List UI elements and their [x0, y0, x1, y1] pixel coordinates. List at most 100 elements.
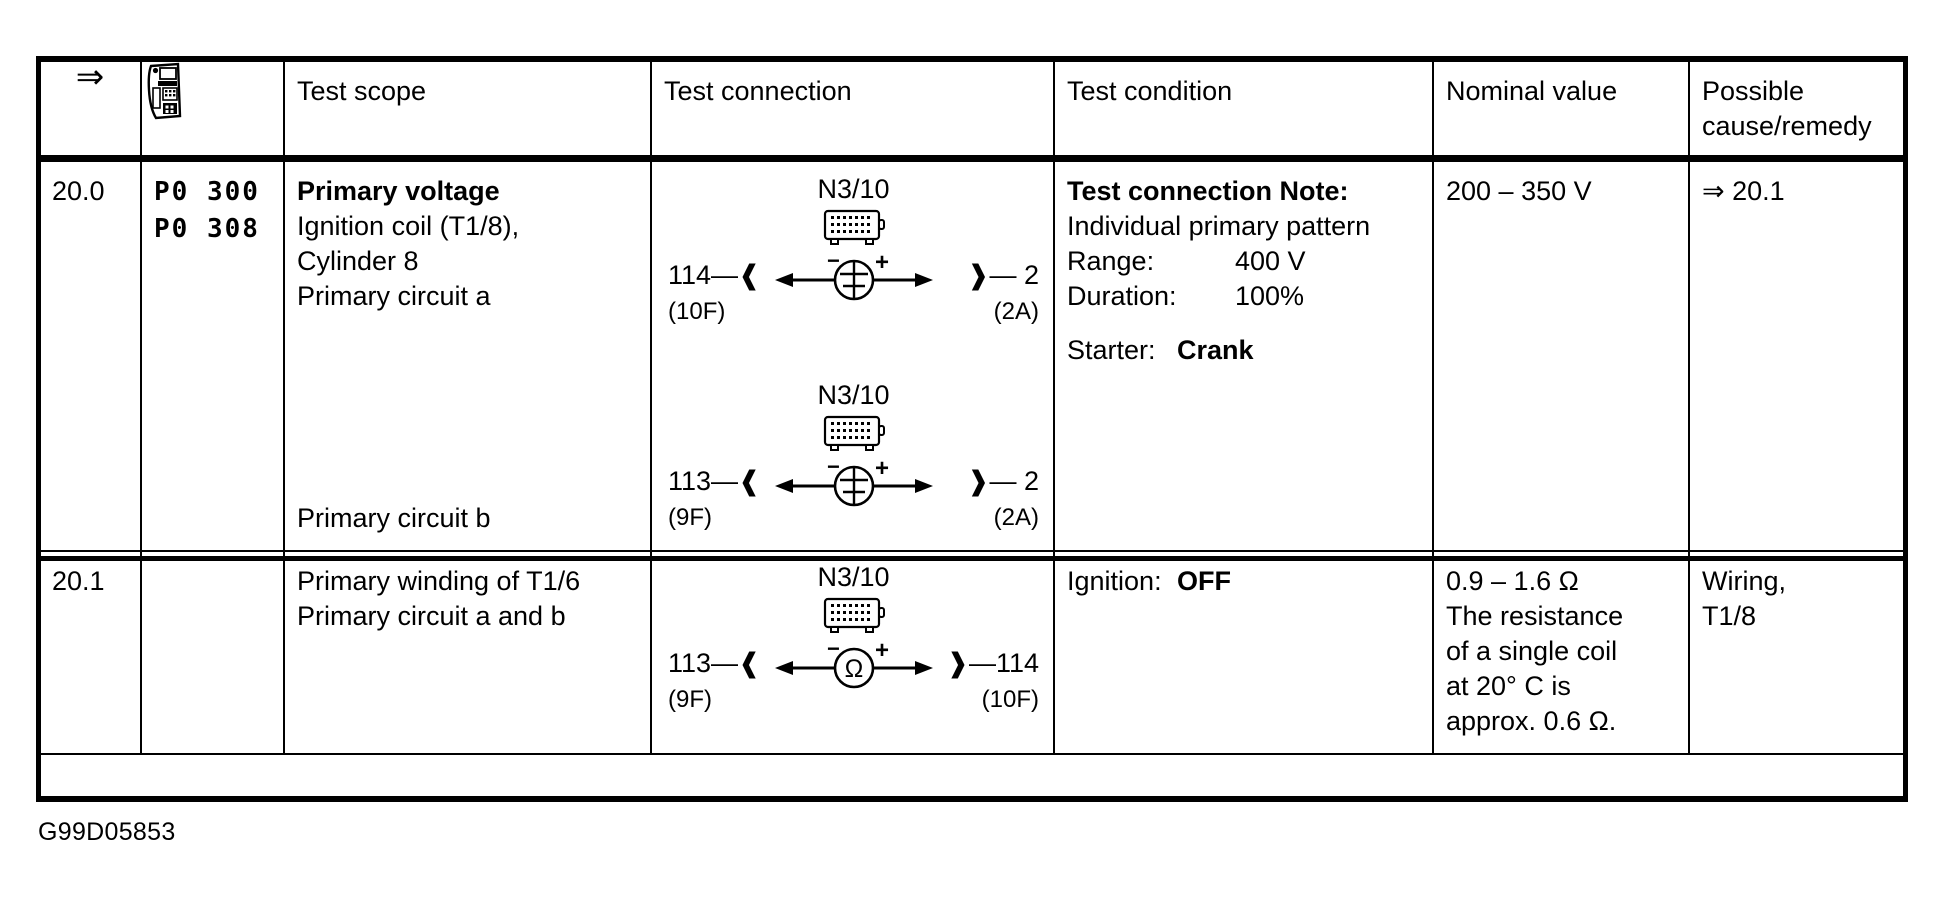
table-frame-right	[1903, 56, 1908, 802]
right-terminal-sublabel: (2A)	[993, 504, 1039, 532]
test-scope-line: Cylinder 8	[297, 246, 419, 277]
test-scope-line: Primary circuit b	[297, 502, 491, 533]
condition-spacer	[1067, 315, 1422, 333]
table-row: 20.0 P0 300 P0 308 Primary voltage Ignit…	[38, 160, 1908, 552]
possible-cause-line: Wiring,	[1702, 565, 1787, 596]
row-code-cell	[140, 549, 285, 756]
header-separator	[36, 155, 1908, 160]
right-terminal-label: ❱— 2	[967, 258, 1039, 293]
nominal-value-line: 0.9 – 1.6 Ω	[1446, 565, 1579, 596]
row-test-connection-cell: N3/10	[650, 549, 1055, 756]
row-separator	[36, 556, 1908, 561]
nominal-value-line: of a single coil	[1446, 635, 1618, 666]
header-step-cell: ⇒	[38, 57, 142, 163]
condition-title: Test connection Note:	[1067, 176, 1349, 207]
row-possible-cause-cell: ⇒ 20.1	[1688, 160, 1908, 552]
table-row: 20.1 Primary winding of T1/6 Primary cir…	[38, 549, 1908, 756]
row-test-connection-cell: N3/10	[650, 160, 1055, 552]
header-possible-cause-label-line2: cause/remedy	[1702, 111, 1872, 142]
left-terminal-label: 114—❰	[668, 258, 761, 293]
left-terminal-number: 114	[668, 260, 712, 291]
condition-subtitle: Individual primary pattern	[1067, 211, 1371, 242]
row-possible-cause-cell: Wiring, T1/8	[1688, 549, 1908, 756]
header-nominal-value-cell: Nominal value	[1432, 57, 1690, 163]
condition-key: Starter:	[1067, 334, 1156, 365]
right-terminal-number: 2	[1023, 466, 1039, 497]
row-nominal-value-cell: 200 – 350 V	[1432, 160, 1690, 552]
table-frame-bottom	[36, 796, 1908, 802]
test-scope-line: Primary circuit a and b	[297, 600, 566, 631]
left-terminal-label: 113—❰	[668, 464, 761, 499]
nominal-value-line: The resistance	[1446, 600, 1624, 631]
condition-value: 100%	[1235, 281, 1305, 312]
connection-diagram: N3/10	[664, 560, 1043, 713]
header-nominal-value-label: Nominal value	[1446, 76, 1618, 106]
figure-caption: G99D05853	[38, 818, 176, 846]
condition-pair: Starter: Crank	[1067, 333, 1422, 368]
left-terminal-sublabel: (9F)	[668, 685, 712, 713]
right-connector-glyph: ❱—	[966, 260, 1024, 291]
header-possible-cause-cell: Possible cause/remedy	[1688, 57, 1908, 163]
header-test-scope-label: Test scope	[297, 76, 427, 106]
possible-cause-line: ⇒ 20.1	[1702, 176, 1785, 207]
scope-spacer	[297, 315, 640, 411]
scan-tool-icon	[142, 62, 283, 129]
row-test-condition-cell: Test connection Note: Individual primary…	[1053, 160, 1434, 552]
svg-text:−: −	[827, 642, 840, 661]
connector-plug-icon	[822, 596, 886, 645]
row-test-condition-cell: Ignition: OFF	[1053, 549, 1434, 756]
svg-text:+: +	[875, 642, 889, 664]
fault-code: P0 300	[154, 177, 260, 208]
connector-designation: N3/10	[817, 561, 890, 592]
right-terminal-label: ❱—114	[946, 646, 1039, 681]
connector-designation: N3/10	[817, 380, 890, 411]
right-terminal-sublabel: (10F)	[981, 685, 1039, 713]
condition-value: OFF	[1177, 565, 1231, 596]
condition-pair: Range: 400 V	[1067, 244, 1422, 279]
condition-value: Crank	[1177, 334, 1254, 365]
test-scope-line: Primary winding of T1/6	[297, 565, 581, 596]
test-scope-line: Primary circuit a	[297, 281, 491, 312]
voltage-meter-symbol: − +	[773, 454, 935, 517]
step-number: 20.1	[52, 565, 105, 596]
nominal-value-line: 200 – 350 V	[1446, 176, 1592, 207]
row-step-cell: 20.1	[38, 549, 142, 756]
diagnostic-spec-table: ⇒	[38, 57, 1908, 756]
double-arrow-icon: ⇒	[75, 58, 105, 96]
right-terminal-number: 114	[995, 647, 1039, 678]
left-terminal-number: 113	[668, 647, 712, 678]
header-possible-cause-label-line1: Possible	[1702, 76, 1805, 106]
row-step-cell: 20.0	[38, 160, 142, 552]
connector-plug-icon	[822, 414, 886, 463]
voltage-meter-symbol: − +	[773, 248, 935, 311]
table-frame-top	[36, 56, 1908, 62]
table-header-row: ⇒	[38, 57, 1908, 163]
svg-text:−: −	[827, 460, 840, 479]
left-connector-glyph: —❰	[711, 647, 761, 678]
condition-key: Range:	[1067, 246, 1155, 277]
connection-diagram: N3/10	[664, 378, 1043, 531]
left-connector-glyph: —❰	[711, 466, 761, 497]
svg-text:Ω: Ω	[844, 655, 863, 683]
header-test-condition-label: Test condition	[1067, 76, 1233, 106]
row-nominal-value-cell: 0.9 – 1.6 Ω The resistance of a single c…	[1432, 549, 1690, 756]
test-scope-line: Primary voltage	[297, 176, 500, 207]
resistance-meter-symbol: Ω − +	[773, 636, 935, 699]
left-connector-glyph: —❰	[711, 260, 761, 291]
right-terminal-label: ❱— 2	[967, 464, 1039, 499]
nominal-value-line: at 20° C is	[1446, 670, 1571, 701]
fault-code: P0 308	[154, 214, 260, 245]
row-test-scope-cell: Primary voltage Ignition coil (T1/8), Cy…	[283, 160, 652, 552]
condition-value: 400 V	[1235, 246, 1306, 277]
left-terminal-sublabel: (10F)	[668, 298, 726, 326]
connector-designation: N3/10	[817, 174, 890, 205]
row-code-cell: P0 300 P0 308	[140, 160, 285, 552]
row-test-scope-cell: Primary winding of T1/6 Primary circuit …	[283, 549, 652, 756]
right-connector-glyph: ❱—	[946, 647, 996, 678]
svg-text:+: +	[875, 460, 889, 482]
header-device-cell	[140, 57, 285, 163]
condition-pair: Ignition: OFF	[1067, 564, 1422, 599]
nominal-value-line: approx. 0.6 Ω.	[1446, 706, 1617, 737]
possible-cause-line: T1/8	[1702, 600, 1757, 631]
